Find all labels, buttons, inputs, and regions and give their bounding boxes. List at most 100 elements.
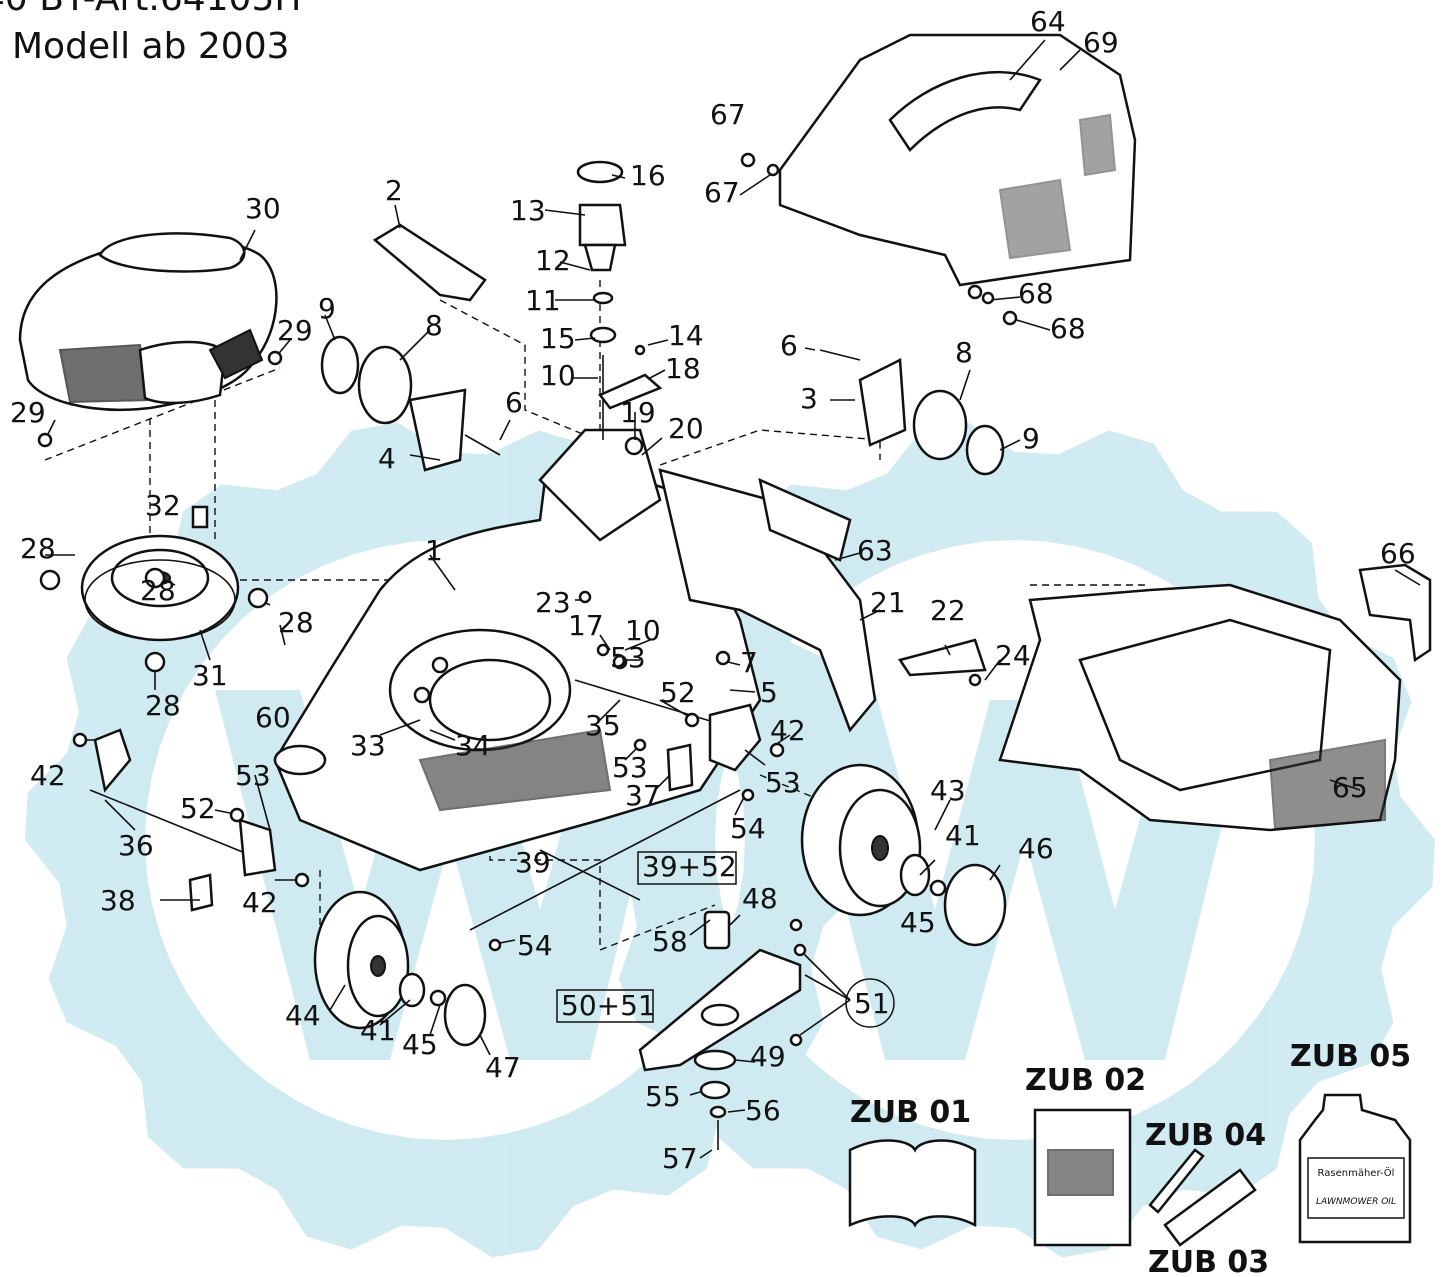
zub-02-label: ZUB 02 [1025,1063,1146,1098]
callout-bearing: 15 [540,322,576,355]
brochure-image [1047,1149,1114,1196]
callout-screw-54-a: 54 [730,812,766,845]
callout-nut-42-a: 42 [30,759,66,792]
callout-plate: 18 [665,352,701,385]
callout-axle-rear: 36 [118,829,154,862]
callout-wheel-holder-left: 4 [378,442,396,475]
callout-nut-29-b: 29 [277,314,313,347]
grass-bag-frame-part-65 [998,583,1402,832]
zub-04-label: ZUB 04 [1145,1118,1266,1153]
oil-label-line1: Rasenmäher-Öl [1318,1166,1395,1179]
callout-washer-67-a: 67 [710,98,746,131]
wrench-handle-icon [1148,1148,1205,1214]
callout-pin-small: 17 [568,609,604,642]
oil-label-line2: LAWNMOWER OIL [1316,1197,1396,1207]
callout-deck: 1 [425,534,443,567]
callout-wheel-hub-right: 8 [955,336,973,369]
bag-handle-clip-part-66 [1358,563,1432,663]
callout-washer-49: 49 [750,1040,786,1073]
model-number-title: 40 BT-Art.64105H [0,0,301,19]
callout-washer-28-b: 28 [140,574,176,607]
callout-engine-flange: 31 [192,659,228,692]
callout-screw-23: 23 [535,586,571,619]
callout-shield: 63 [857,534,893,567]
callout-spacer: 32 [145,489,181,522]
callout-screw-68-a: 68 [1018,277,1054,310]
rear-flap-part-21 [658,468,877,733]
callout-engine: 30 [245,192,281,225]
callout-bolt-57: 57 [662,1142,698,1175]
wheel-left-part-44 [313,890,487,1047]
callout-wheel-hub-left: 8 [425,309,443,342]
engine-part-30 [18,232,278,411]
callout-wheel-right: 43 [930,774,966,807]
callout-washer-56: 56 [745,1094,781,1127]
small-hardware [37,152,1018,1047]
callout-blade-adapter: 48 [742,882,778,915]
callout-bolt-left: 6 [505,386,523,419]
callout-wheel-holder-right: 3 [800,382,818,415]
callout-grass-bag-frame: 65 [1332,771,1368,804]
bracket-part-37 [666,743,694,792]
callout-bolt-right: 6 [780,329,798,362]
callout-nut-19: 19 [620,396,656,429]
callout-set-50-51: 50+51 [561,989,656,1022]
callout-cover-handle-top: 2 [385,174,403,207]
callout-hub-cover-left: 47 [485,1051,521,1084]
callout-nut-42-c: 42 [770,714,806,747]
callout-cap: 16 [630,159,666,192]
chute-part-22 [897,638,987,677]
rear-axle-part-36 [89,728,277,877]
callout-bearing-41-right: 41 [945,819,981,852]
cover-handle-part-2 [372,223,487,302]
callout-bolt-33: 33 [350,729,386,762]
callout-blade-screws: 51 [854,987,890,1020]
watermark-w-letter-right [790,690,1255,1060]
callout-bracket-37: 37 [625,779,661,812]
callout-nut-45-right: 45 [900,906,936,939]
oil-bottle-label [1307,1157,1405,1219]
callout-clip: 24 [995,639,1031,672]
callout-washer-28-a: 28 [20,532,56,565]
callout-axle-39: 39 [515,846,551,879]
callout-hub-cap-right: 9 [1022,422,1040,455]
callout-shaft-mid: 10 [625,614,661,647]
callout-wheel-left: 44 [285,999,321,1032]
callout-bag-handle-clip: 66 [1380,537,1416,570]
callout-washer-34: 34 [455,729,491,762]
callout-bolt: 5 [760,676,778,709]
callout-shaft-top: 10 [540,359,576,392]
callout-bracket-38: 38 [100,884,136,917]
spark-plug-wrench-icon [1163,1168,1257,1247]
callout-washer: 11 [525,284,561,317]
callout-grass-bag-handle: 64 [1030,5,1066,38]
callout-nut: 7 [740,646,758,679]
zub-05-label: ZUB 05 [1290,1039,1411,1074]
callout-sleeve: 12 [535,244,571,277]
grass-bag-part-69 [778,33,1137,287]
callout-axle-front: 35 [585,709,621,742]
callout-washer-67-b: 67 [704,176,740,209]
callout-chute: 22 [930,594,966,627]
zub-01-label: ZUB 01 [850,1095,971,1130]
set-50-51-box [556,989,654,1023]
zub-03-label: ZUB 03 [1148,1245,1269,1277]
callout-pin: 14 [668,319,704,352]
callout-nut-42-b: 42 [242,886,278,919]
callout-washer-20: 20 [668,412,704,445]
accessories-group [848,1093,1412,1247]
bracket-part-38 [188,873,214,912]
callout-nut-45-left: 45 [402,1028,438,1061]
callout-screw-53-c: 53 [765,766,801,799]
bracket-arm [708,703,762,772]
callout-grass-bag: 69 [1083,26,1119,59]
front-axle-part-39 [469,789,741,931]
callout-screw-52-a: 52 [660,676,696,709]
callout-flap: 21 [870,586,906,619]
callout-nut-29-a: 29 [10,396,46,429]
callout-hub-cap-left: 9 [318,292,336,325]
wheel-right-part-43 [800,763,1007,947]
